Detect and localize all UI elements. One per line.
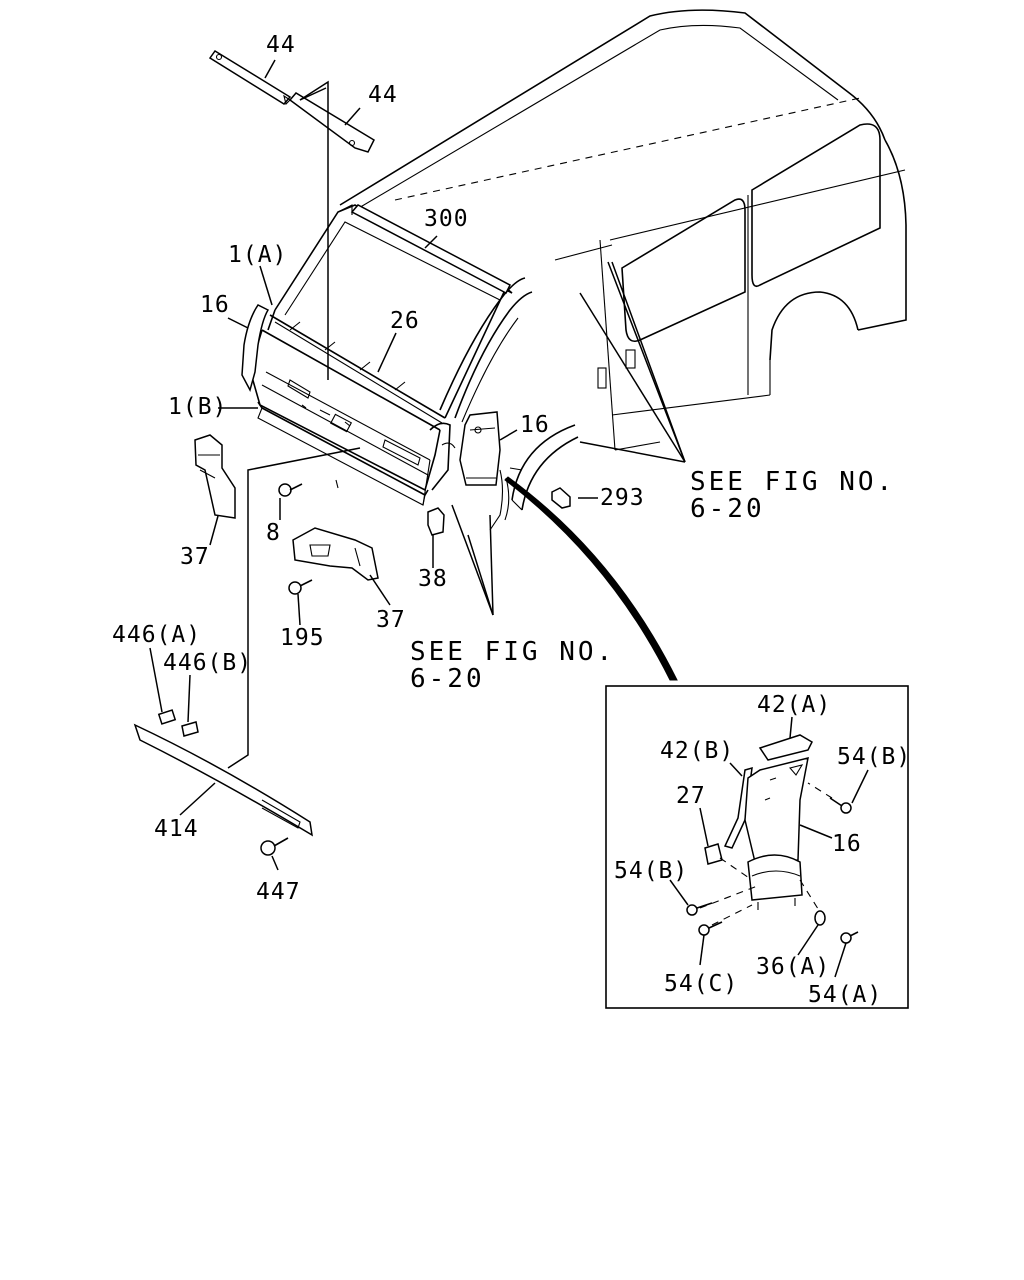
clip-446a — [157, 709, 177, 725]
bracket-37-lower — [292, 527, 379, 581]
label-27: 27 — [676, 783, 706, 809]
screw-54b-top — [840, 802, 852, 814]
label-54c: 54(C) — [664, 971, 738, 997]
label-26: 26 — [390, 308, 420, 334]
roof-rack-strip-parts — [208, 49, 375, 153]
label-16-right: 16 — [520, 412, 550, 438]
label-414: 414 — [154, 816, 199, 842]
trim-42a — [758, 734, 813, 761]
label-44-top: 44 — [266, 32, 296, 58]
label-54a: 54(A) — [808, 982, 882, 1008]
label-38: 38 — [418, 566, 448, 592]
screw-447 — [260, 837, 289, 856]
label-37-upper: 37 — [180, 544, 210, 570]
screw-8 — [278, 483, 303, 497]
bracket-37-upper — [194, 434, 236, 519]
clip-293 — [551, 487, 571, 509]
label-16-left: 16 — [200, 292, 230, 318]
detail-callout-arc — [504, 476, 678, 681]
see-fig-lower-line2: 6-20 — [410, 664, 485, 694]
label-44-right: 44 — [368, 82, 398, 108]
trim-42b — [723, 766, 753, 849]
screw-195 — [288, 579, 313, 595]
label-36a: 36(A) — [756, 954, 830, 980]
label-54b-left: 54(B) — [614, 858, 688, 884]
clip-27 — [704, 843, 723, 865]
clip-446b — [181, 721, 199, 737]
label-293: 293 — [600, 485, 645, 511]
label-54b-top: 54(B) — [837, 744, 911, 770]
label-195: 195 — [280, 625, 325, 651]
pillar-cover-16-right — [459, 411, 501, 486]
roof-moulding-300 — [350, 204, 511, 295]
screw-54a — [840, 932, 852, 944]
label-447: 447 — [256, 879, 301, 905]
see-fig-upper-line2: 6-20 — [690, 494, 765, 524]
clip-38 — [427, 507, 445, 536]
cover-base — [747, 854, 803, 901]
label-37-lower: 37 — [376, 607, 406, 633]
pillar-cover-16 — [744, 756, 809, 863]
screw-54c — [698, 924, 710, 936]
label-1a: 1(A) — [228, 242, 287, 268]
label-446b: 446(B) — [163, 650, 252, 676]
see-fig-lower-line1: SEE FIG NO. — [410, 637, 615, 667]
label-1b: 1(B) — [168, 394, 227, 420]
part-labels: 44 44 300 1(A) 16 26 1(B) 16 37 8 293 38… — [112, 32, 911, 1008]
label-446a: 446(A) — [112, 622, 201, 648]
leader-lines — [149, 59, 686, 871]
screw-54b-left — [686, 904, 698, 916]
label-8: 8 — [266, 520, 281, 546]
pillar-cover-16-left — [241, 304, 270, 393]
label-42b: 42(B) — [660, 738, 734, 764]
detail-inset — [605, 685, 909, 1009]
label-300: 300 — [424, 206, 469, 232]
garnish-414 — [133, 723, 313, 837]
label-42a: 42(A) — [757, 692, 831, 718]
see-fig-upper-line1: SEE FIG NO. — [690, 467, 895, 497]
label-16-detail: 16 — [832, 831, 862, 857]
van-body — [249, 9, 907, 531]
washer-36a — [814, 910, 826, 926]
